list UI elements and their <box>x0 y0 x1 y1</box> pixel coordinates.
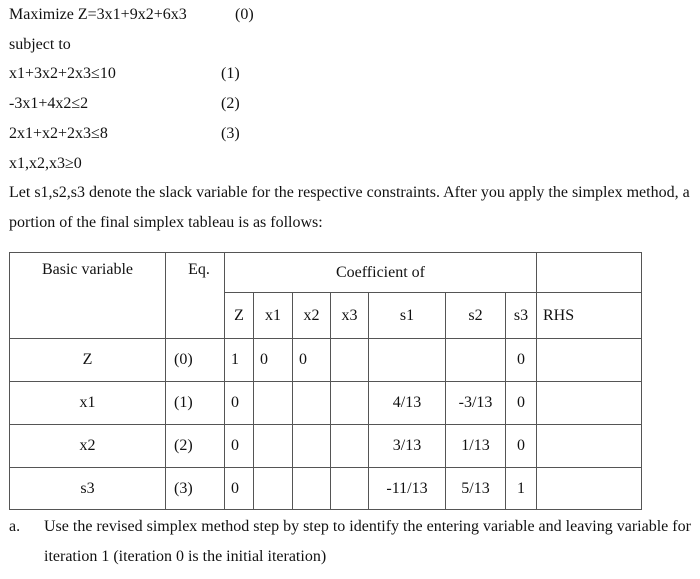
cell-rhs <box>536 467 642 510</box>
objective-tag: (0) <box>235 6 254 23</box>
eq-cell: (3) <box>165 467 225 510</box>
objective-function: Maximize Z=3x1+9x2+6x3 <box>9 6 187 23</box>
basic-variable-cell: x2 <box>9 424 166 468</box>
cell-s2: 1/13 <box>445 424 506 468</box>
cell-x3 <box>330 338 369 382</box>
cell-x1: 0 <box>253 338 293 382</box>
header-blank-cell <box>536 252 642 293</box>
subject-to-label: subject to <box>9 36 71 53</box>
constraint-1: x1+3x2+2x3≤10 <box>9 65 116 82</box>
cell-x1 <box>253 381 293 425</box>
cell-x3 <box>330 381 369 425</box>
col-s3: s3 <box>505 292 537 339</box>
cell-s1: 4/13 <box>368 381 446 425</box>
col-s1: s1 <box>368 292 446 339</box>
table-row: x2 (2) 0 3/13 1/13 0 <box>9 424 642 468</box>
cell-rhs <box>536 338 642 382</box>
basic-variable-cell: Z <box>9 338 166 382</box>
constraint-3: 2x1+x2+2x3≤8 <box>9 125 108 142</box>
basic-variable-cell: x1 <box>9 381 166 425</box>
col-z: Z <box>224 292 254 339</box>
cell-rhs <box>536 424 642 468</box>
col-rhs: RHS <box>536 292 642 339</box>
cell-x2: 0 <box>292 338 331 382</box>
table-row: Z (0) 1 0 0 0 <box>9 338 642 382</box>
cell-x1 <box>253 424 293 468</box>
cell-s2: -3/13 <box>445 381 506 425</box>
cell-s1: -11/13 <box>368 467 446 510</box>
table-subheader-row: Z x1 x2 x3 s1 s2 s3 RHS <box>10 292 642 339</box>
eq-cell: (1) <box>165 381 225 425</box>
cell-s2: 5/13 <box>445 467 506 510</box>
col-s2: s2 <box>445 292 506 339</box>
simplex-tableau: Basic variable Eq. Coefficient of Z x1 x… <box>9 252 642 510</box>
header-basic-variable: Basic variable <box>9 252 166 339</box>
constraint-1-tag: (1) <box>221 65 240 82</box>
table-header-row: Basic variable Eq. Coefficient of <box>9 252 642 339</box>
cell-s1: 3/13 <box>368 424 446 468</box>
cell-x2 <box>292 381 331 425</box>
cell-x3 <box>330 467 369 510</box>
eq-cell: (2) <box>165 424 225 468</box>
cell-x2 <box>292 424 331 468</box>
cell-s3: 0 <box>505 381 537 425</box>
intro-paragraph: Let s1,s2,s3 denote the slack variable f… <box>9 184 690 231</box>
constraint-3-tag: (3) <box>221 125 240 142</box>
question-text: Use the revised simplex method step by s… <box>44 518 691 565</box>
cell-z: 1 <box>224 338 254 382</box>
cell-x2 <box>292 467 331 510</box>
cell-s2 <box>445 338 506 382</box>
cell-s3: 0 <box>505 424 537 468</box>
nonnegativity-constraint: x1,x2,x3≥0 <box>9 155 82 172</box>
col-x3: x3 <box>330 292 369 339</box>
col-x2: x2 <box>292 292 331 339</box>
col-x1: x1 <box>253 292 293 339</box>
cell-z: 0 <box>224 467 254 510</box>
cell-s3: 0 <box>505 338 537 382</box>
table-row: x1 (1) 0 4/13 -3/13 0 <box>9 381 642 425</box>
cell-rhs <box>536 381 642 425</box>
cell-x1 <box>253 467 293 510</box>
table-row: s3 (3) 0 -11/13 5/13 1 <box>9 467 642 510</box>
cell-s1 <box>368 338 446 382</box>
header-coefficient-of: Coefficient of <box>224 252 537 293</box>
constraint-2-tag: (2) <box>221 95 240 112</box>
eq-cell: (0) <box>165 338 225 382</box>
cell-s3: 1 <box>505 467 537 510</box>
cell-x3 <box>330 424 369 468</box>
basic-variable-cell: s3 <box>9 467 166 510</box>
cell-z: 0 <box>224 424 254 468</box>
constraint-2: -3x1+4x2≤2 <box>9 95 89 112</box>
header-eq: Eq. <box>165 252 225 339</box>
cell-z: 0 <box>224 381 254 425</box>
question-label: a. <box>9 518 21 535</box>
